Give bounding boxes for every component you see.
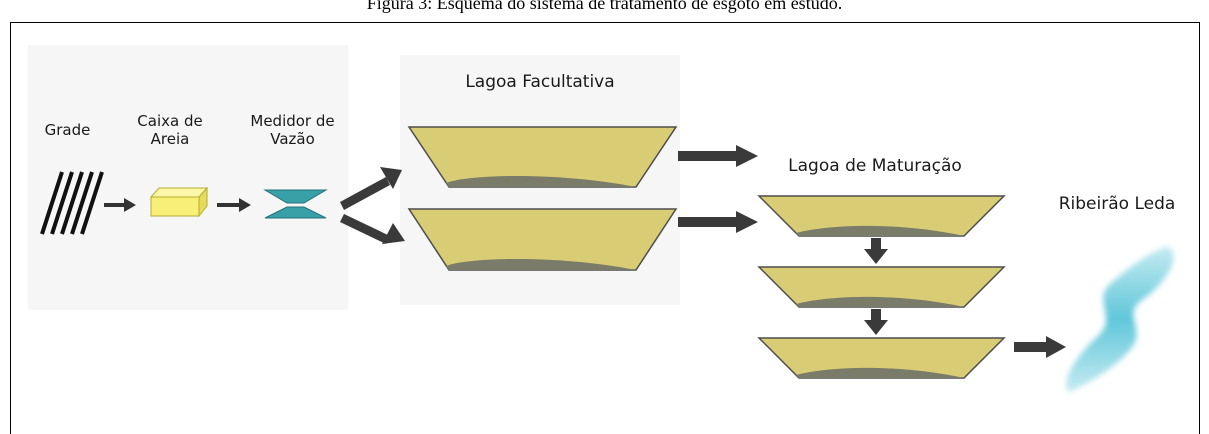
figure-caption: Figura 3: Esquema do sistema de tratamen… bbox=[366, 0, 843, 13]
sand-box-icon bbox=[149, 186, 209, 218]
arrow-maturation-2-to-3 bbox=[864, 309, 888, 335]
label-medidor-de-vazao: Medidor de Vazão bbox=[250, 112, 335, 148]
arrow-sandbox-to-meter bbox=[217, 198, 251, 212]
stream-icon bbox=[1066, 246, 1174, 392]
arrow-facultative-1-out bbox=[678, 145, 758, 167]
facultative-pond-2 bbox=[407, 208, 678, 271]
screen-bars-icon bbox=[40, 171, 104, 235]
arrow-facultative-2-to-maturation bbox=[678, 211, 758, 233]
label-lagoa-de-maturacao: Lagoa de Maturação bbox=[788, 156, 962, 176]
label-grade: Grade bbox=[44, 121, 91, 139]
maturation-pond-2 bbox=[757, 266, 1006, 308]
arrow-maturation-1-to-2 bbox=[864, 238, 888, 264]
facultative-pond-1 bbox=[407, 126, 678, 188]
label-lagoa-facultativa: Lagoa Facultativa bbox=[465, 72, 615, 92]
flow-meter-icon bbox=[263, 189, 328, 219]
label-ribeirao-leda: Ribeirão Leda bbox=[1058, 194, 1176, 214]
arrow-maturation-to-river bbox=[1014, 336, 1066, 358]
figure-frame bbox=[10, 22, 1200, 434]
arrow-meter-to-facultative-1 bbox=[340, 167, 402, 210]
label-caixa-de-areia: Caixa de Areia bbox=[137, 112, 203, 148]
maturation-pond-1 bbox=[757, 195, 1006, 237]
maturation-pond-3 bbox=[757, 337, 1006, 379]
arrow-grade-to-sandbox bbox=[104, 198, 136, 212]
arrow-meter-to-facultative-2 bbox=[340, 214, 405, 244]
